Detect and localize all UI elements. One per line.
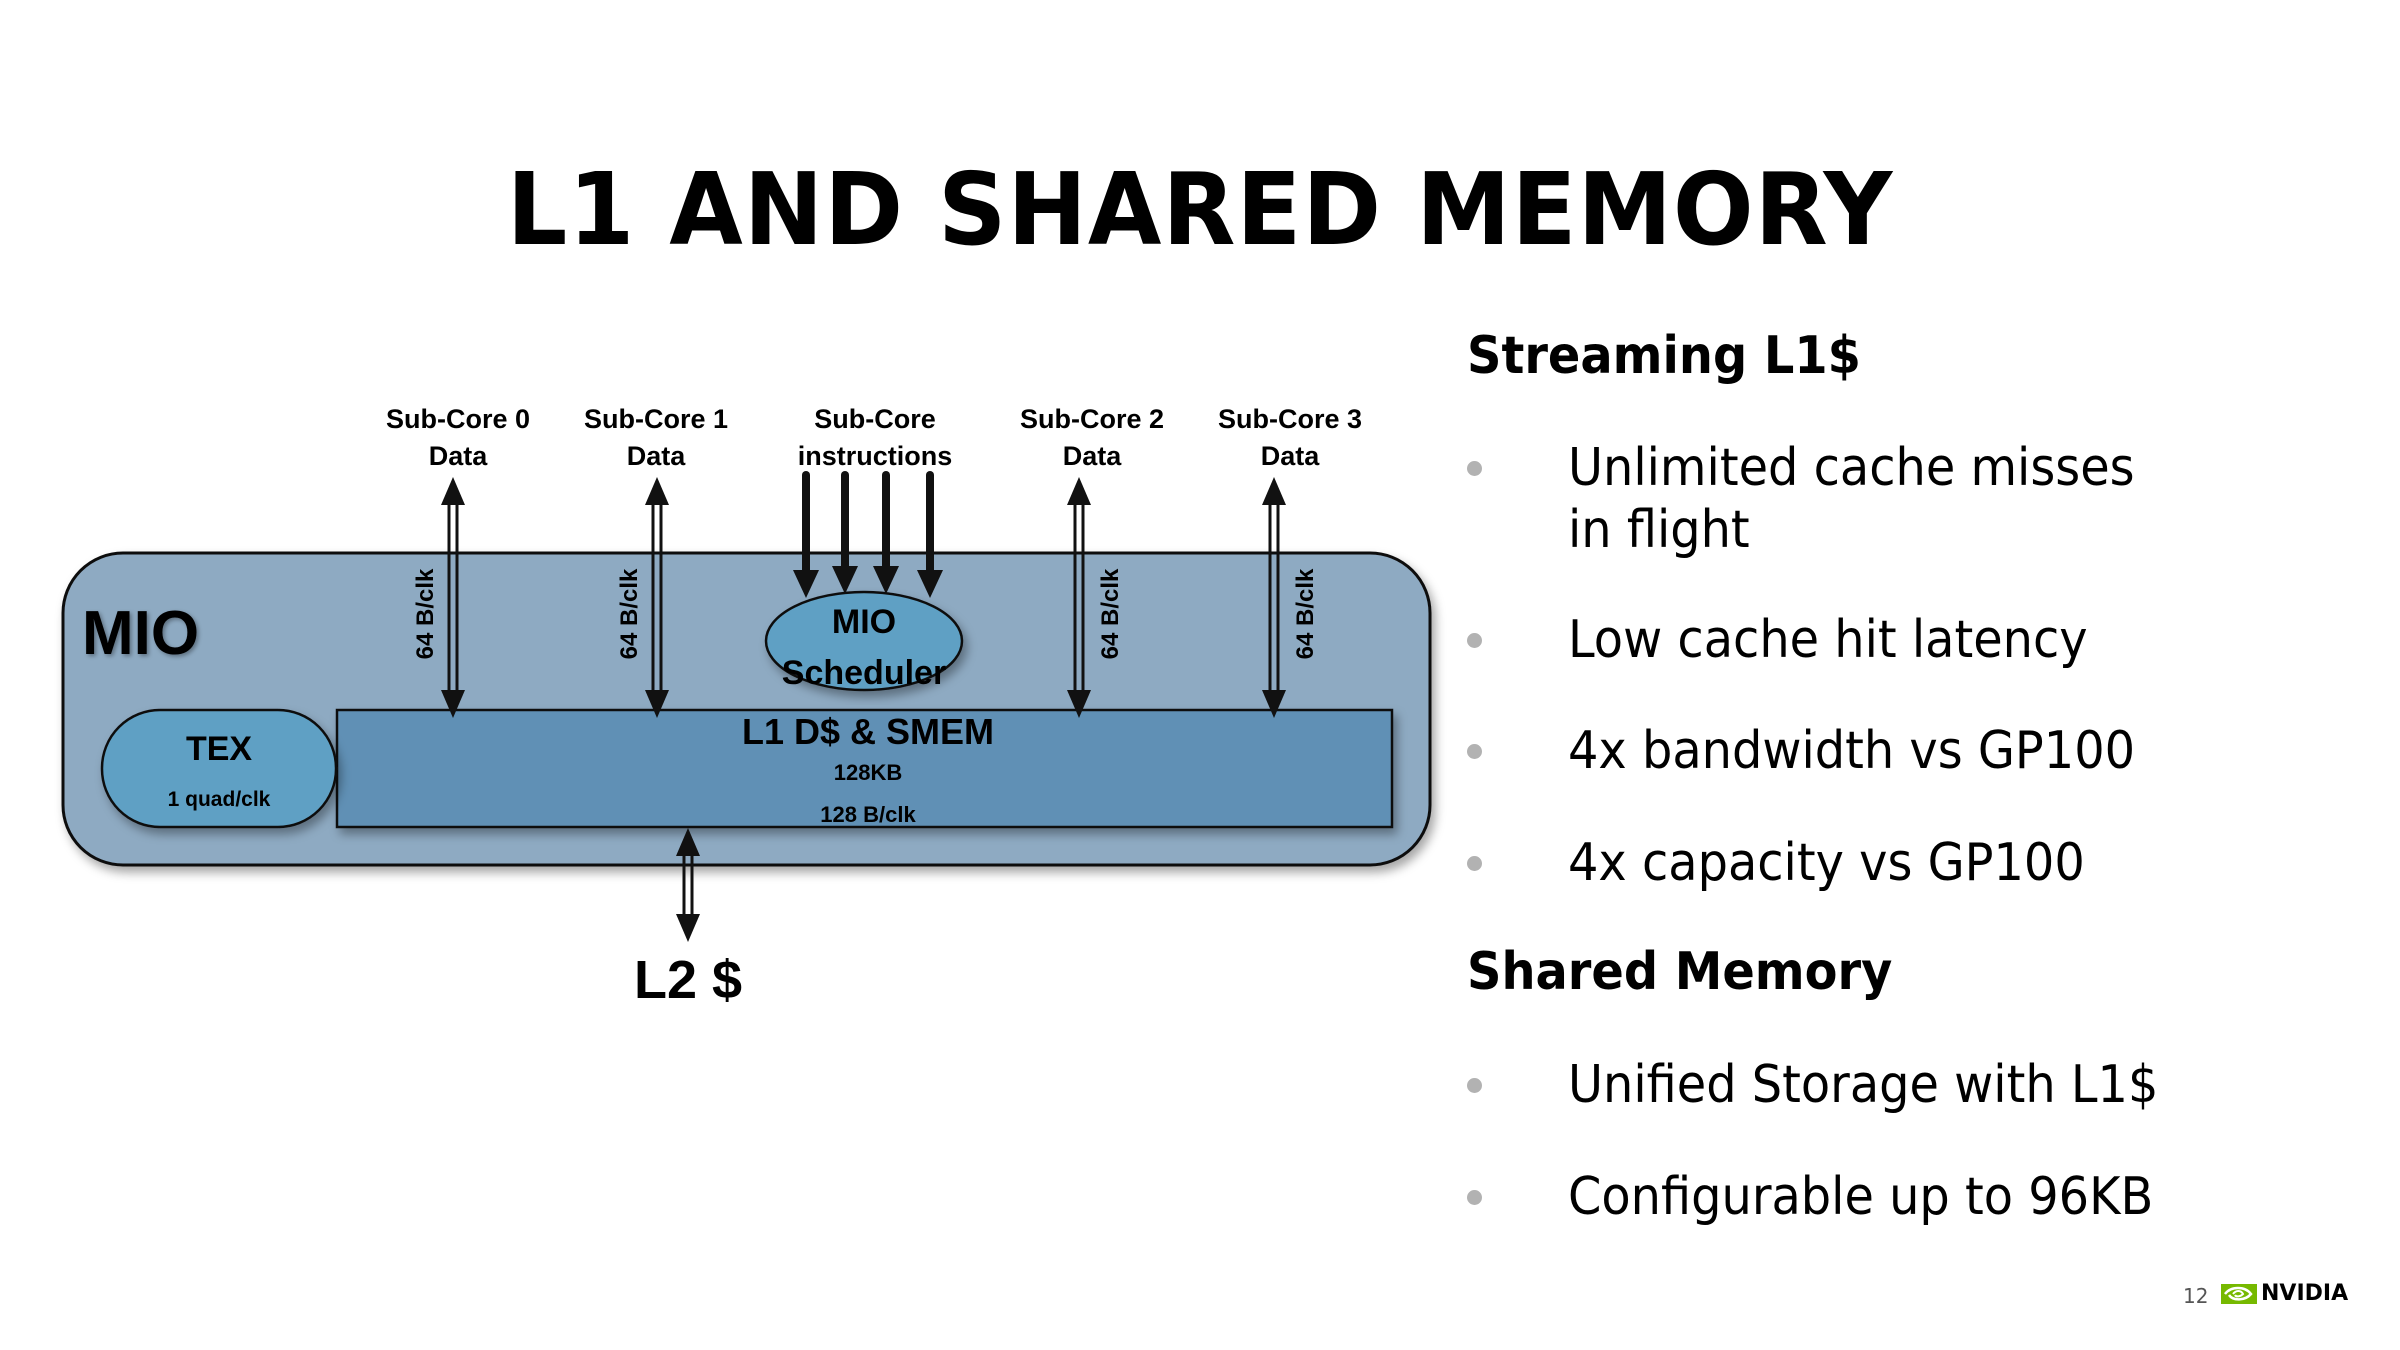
data-arrow-sub-core-1 xyxy=(645,477,669,718)
l2-label: L2 $ xyxy=(634,950,742,1010)
input-label-sub-core-2-line1: Sub-Core 2 xyxy=(1020,404,1164,434)
bullet-text: Configurable up to 96KB xyxy=(1568,1167,2154,1227)
input-label-sub-core-3-line1: Sub-Core 3 xyxy=(1218,404,1362,434)
bullet-text: Low cache hit latency xyxy=(1568,610,2088,670)
bullet-text: 4x capacity vs GP100 xyxy=(1568,833,2085,893)
mio-label: MIO xyxy=(82,599,199,668)
input-label-instructions-line2: instructions xyxy=(798,441,953,471)
input-label-sub-core-1-line1: Sub-Core 1 xyxy=(584,404,728,434)
nvidia-eye-icon xyxy=(2221,1283,2257,1304)
instruction-arrow-3 xyxy=(873,471,899,594)
instruction-arrow-4 xyxy=(917,471,943,598)
data-arrow-sub-core-2 xyxy=(1067,477,1091,718)
section-heading-streaming-l1: Streaming L1$ xyxy=(1467,326,1861,386)
arrow-head-down-icon xyxy=(917,570,943,598)
bullet-dot-icon xyxy=(1467,1190,1482,1205)
bandwidth-label-sub-core-1: 64 B/clk xyxy=(616,568,643,659)
instruction-arrow-1 xyxy=(793,471,819,598)
arrow-head-down-icon xyxy=(793,570,819,598)
mio-diagram: MIO L1 D$ & SMEM 128KB 128 B/clk TEX 1 q… xyxy=(61,404,1432,1010)
arrow-head-down-icon xyxy=(832,566,858,594)
arrow-head-up-icon xyxy=(441,477,465,505)
bullet-dot-icon xyxy=(1467,461,1482,476)
input-label-sub-core-0-line1: Sub-Core 0 xyxy=(386,404,530,434)
scheduler-label-line2: Scheduler xyxy=(782,654,946,692)
l1-smem-block xyxy=(335,708,1394,829)
bandwidth-label-sub-core-3: 64 B/clk xyxy=(1292,568,1319,659)
slide-title: L1 AND SHARED MEMORY xyxy=(506,151,1894,268)
input-label-instructions-line1: Sub-Core xyxy=(814,404,936,434)
data-arrow-sub-core-0 xyxy=(441,477,465,718)
input-label-sub-core-3-line2: Data xyxy=(1261,441,1321,471)
input-label-sub-core-1-line2: Data xyxy=(627,441,687,471)
arrow-head-down-icon xyxy=(441,690,465,718)
tex-label: TEX xyxy=(186,730,252,768)
scheduler-label-line1: MIO xyxy=(832,603,896,641)
bullet-text: 4x bandwidth vs GP100 xyxy=(1568,721,2136,781)
input-label-sub-core-0-line2: Data xyxy=(429,441,489,471)
bandwidth-label-sub-core-2: 64 B/clk xyxy=(1097,568,1124,659)
bullet-dot-icon xyxy=(1467,744,1482,759)
arrow-head-down-icon xyxy=(1067,690,1091,718)
l1-bandwidth: 128 B/clk xyxy=(820,802,916,827)
instruction-arrow-2 xyxy=(832,471,858,594)
bandwidth-label-sub-core-0: 64 B/clk xyxy=(412,568,439,659)
mio-scheduler-block xyxy=(764,590,964,692)
data-arrow-sub-core-3 xyxy=(1262,477,1286,718)
bullet-text: Unified Storage with L1$ xyxy=(1568,1055,2159,1115)
bullet-dot-icon xyxy=(1467,633,1482,648)
bullet-dot-icon xyxy=(1467,1078,1482,1093)
arrow-head-down-icon xyxy=(676,914,700,942)
l1-label: L1 D$ & SMEM xyxy=(742,711,994,752)
arrow-head-up-icon xyxy=(645,477,669,505)
arrow-head-up-icon xyxy=(1067,477,1091,505)
tex-block xyxy=(100,708,338,829)
arrow-head-down-icon xyxy=(873,566,899,594)
section-heading-shared-memory: Shared Memory xyxy=(1467,942,1893,1002)
nvidia-logo: NVIDIA xyxy=(2221,1281,2348,1306)
arrow-head-down-icon xyxy=(1262,690,1286,718)
tex-rate: 1 quad/clk xyxy=(168,788,271,811)
arrow-head-up-icon xyxy=(676,828,700,856)
bullet-text: Unlimited cache misses in flight xyxy=(1568,438,2135,560)
bullet-dot-icon xyxy=(1467,856,1482,871)
nvidia-wordmark: NVIDIA xyxy=(2261,1281,2349,1306)
input-label-sub-core-2-line2: Data xyxy=(1063,441,1123,471)
l1-size: 128KB xyxy=(834,760,902,785)
page-number: 12 xyxy=(2183,1284,2209,1308)
l2-arrow xyxy=(676,828,700,942)
arrow-head-down-icon xyxy=(645,690,669,718)
arrow-head-up-icon xyxy=(1262,477,1286,505)
